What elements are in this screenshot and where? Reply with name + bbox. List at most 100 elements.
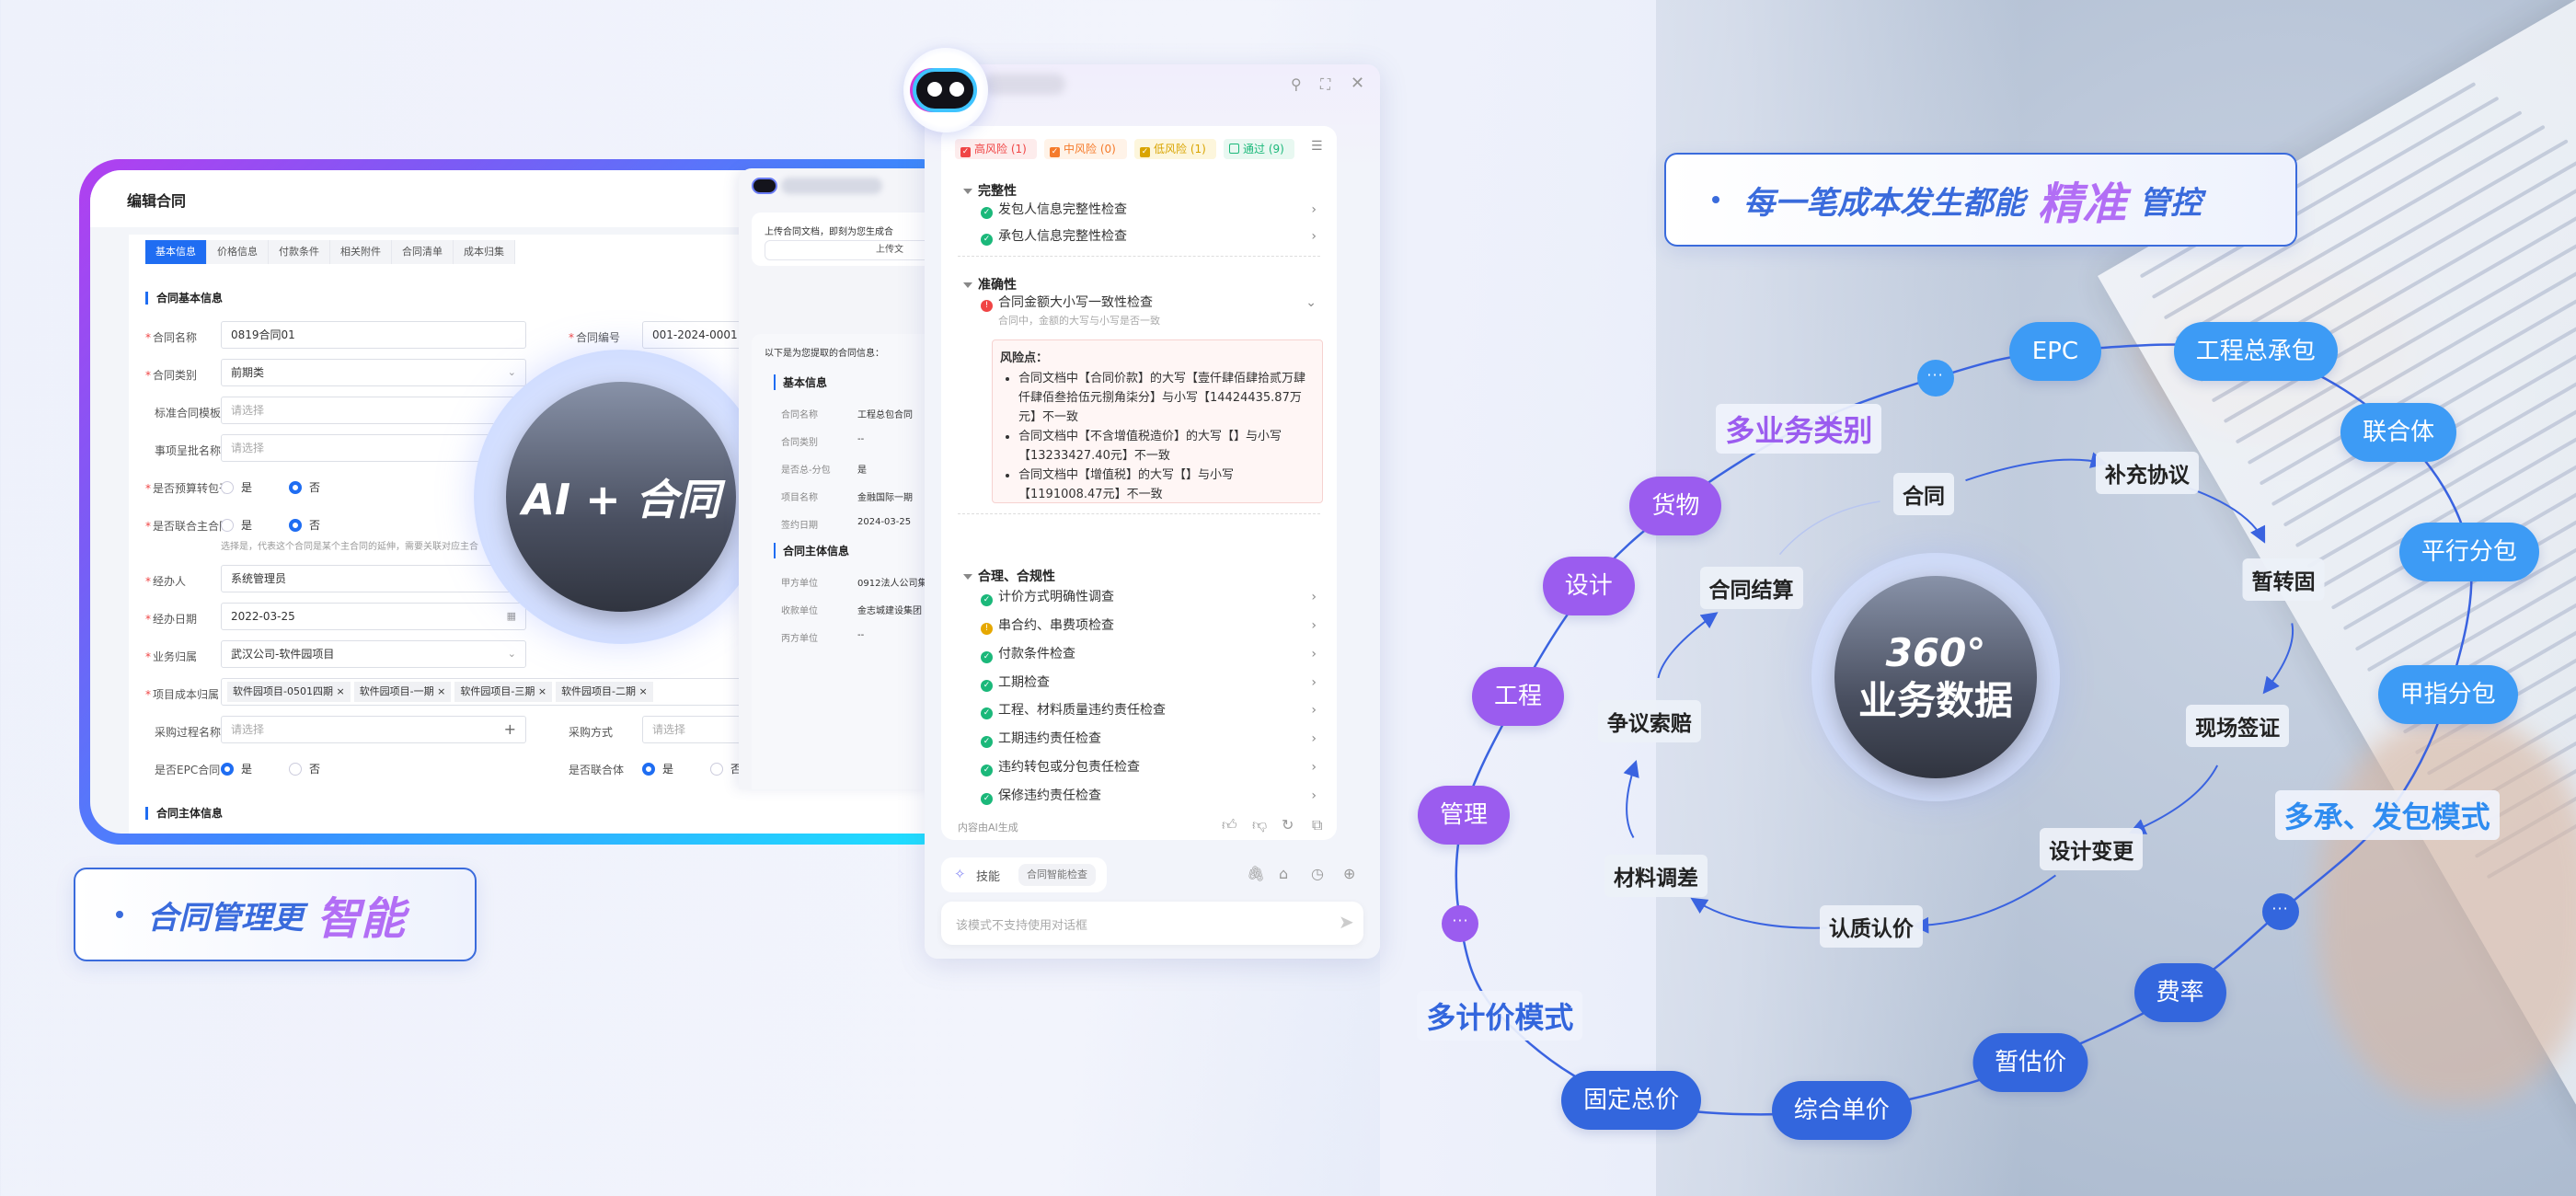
radio-yes[interactable] — [221, 518, 234, 532]
template-select[interactable]: 请选择 — [221, 397, 526, 424]
flow-arrow — [1657, 612, 1719, 679]
check-item[interactable]: !合同金额大小写一致性检查⌄ — [981, 292, 1317, 314]
form-tabs: 基本信息 价格信息 付款条件 相关附件 合同清单 成本归集 — [145, 240, 515, 264]
close-icon[interactable]: × — [437, 685, 446, 697]
purchase-process-select[interactable]: 请选择+ — [221, 716, 526, 743]
chevron-right-icon[interactable]: › — [1311, 590, 1317, 604]
expand-icon[interactable]: ⛶ — [1320, 75, 1331, 93]
radio-yes[interactable] — [221, 762, 234, 776]
robot-avatar — [752, 178, 777, 194]
refresh-icon[interactable]: ↻ — [1282, 816, 1294, 834]
checkbox-icon[interactable]: ✓ — [1050, 147, 1060, 157]
attachment-icon[interactable]: 🖇︎ — [1247, 865, 1266, 882]
risk-filter-chip[interactable]: ✓高风险 (1) — [955, 139, 1037, 159]
group-title: 合理、合规性 — [978, 569, 1055, 584]
field-label: *合同类别 — [145, 369, 198, 382]
chevron-down-icon[interactable]: ⌄ — [1305, 295, 1317, 310]
radio-no[interactable] — [289, 480, 303, 494]
contract-type-select[interactable]: 前期类⌄ — [221, 359, 526, 386]
skills-label[interactable]: 技能 — [976, 870, 1001, 884]
plus-icon[interactable]: + — [503, 720, 516, 738]
tab-basic-info[interactable]: 基本信息 — [145, 240, 207, 264]
risk-filter-chip[interactable]: 通过 (9) — [1224, 139, 1294, 159]
check-item[interactable]: ✓工期检查› — [981, 672, 1317, 694]
check-item[interactable]: ✓工程、材料质量违约责任检查› — [981, 699, 1317, 721]
chevron-right-icon[interactable]: › — [1311, 731, 1317, 746]
risk-filter-chip[interactable]: ✓低风险 (1) — [1134, 139, 1216, 159]
info-label: 收款单位 — [781, 606, 818, 616]
radio-no[interactable] — [289, 762, 303, 776]
chevron-right-icon[interactable]: › — [1311, 788, 1317, 803]
divider — [958, 513, 1320, 514]
collapse-triangle-icon[interactable] — [963, 189, 972, 194]
check-item[interactable]: ✓承包人信息完整性检查› — [981, 225, 1317, 247]
pin-icon[interactable]: ⚲ — [1291, 75, 1302, 93]
risk-points-box: 风险点： 合同文档中【合同价款】的大写【壹仟肆佰肆拾贰万肆仟肆佰叁拾伍元捌角柒分… — [992, 339, 1323, 503]
checkbox-icon[interactable]: ✓ — [960, 147, 971, 157]
thumbs-down-icon[interactable]: 👎︎ — [1252, 816, 1268, 834]
check-item[interactable]: ✓计价方式明确性调查› — [981, 586, 1317, 608]
chevron-right-icon[interactable]: › — [1311, 647, 1317, 661]
check-item[interactable]: ✓违约转包或分包责任检查› — [981, 756, 1317, 778]
close-icon[interactable]: × — [336, 685, 345, 697]
more-dots-icon[interactable]: ··· — [2261, 893, 2299, 931]
radio-no[interactable] — [289, 518, 303, 532]
chevron-right-icon[interactable]: › — [1311, 618, 1317, 633]
send-icon[interactable]: ➤ — [1339, 911, 1354, 933]
close-icon[interactable]: ✕ — [1351, 74, 1365, 93]
chevron-right-icon[interactable]: › — [1311, 760, 1317, 775]
close-icon[interactable]: × — [638, 685, 648, 697]
info-value: 金志城建设集团 — [857, 606, 922, 616]
tab-price-info[interactable]: 价格信息 — [207, 240, 269, 264]
alert-circle-icon: ! — [981, 300, 993, 312]
radio-yes[interactable] — [642, 762, 655, 776]
collapse-triangle-icon[interactable] — [963, 282, 972, 288]
tab-cost-collection[interactable]: 成本归集 — [454, 240, 515, 264]
joint-main-radio-group: 是否 — [221, 517, 320, 533]
chevron-right-icon[interactable]: › — [1311, 675, 1317, 690]
radio-no[interactable] — [710, 762, 724, 776]
history-icon[interactable]: ◷ — [1311, 865, 1324, 882]
upload-hint: 上传合同文档，即刻为您生成合 — [765, 227, 893, 237]
outer-node: 管理 — [1418, 785, 1511, 845]
info-value: 是 — [857, 466, 867, 476]
chevron-right-icon[interactable]: › — [1311, 229, 1317, 244]
handler-input[interactable]: 系统管理员 — [221, 565, 526, 592]
chevron-right-icon[interactable]: › — [1311, 202, 1317, 217]
more-dots-icon[interactable]: ··· — [1442, 904, 1479, 942]
risk-filter-chip[interactable]: ✓中风险 (0) — [1044, 139, 1127, 159]
upload-button[interactable]: 上传文 — [765, 240, 932, 260]
field-label: *是否预算转包干 — [145, 482, 231, 495]
chat-input[interactable]: 该模式不支持使用对话框 ➤ — [941, 902, 1363, 945]
outer-node: 工程 — [1471, 667, 1564, 727]
close-icon[interactable]: × — [537, 685, 547, 697]
flow-node: 材料调差 — [1604, 854, 1708, 897]
check-item[interactable]: ✓发包人信息完整性检查› — [981, 199, 1317, 221]
more-dots-icon[interactable]: ··· — [1916, 359, 1954, 397]
basket-icon[interactable]: ⌂ — [1279, 865, 1289, 882]
checkbox-icon[interactable]: ✓ — [1140, 147, 1150, 157]
new-chat-icon[interactable]: ⊕ — [1343, 865, 1356, 882]
tab-payment-terms[interactable]: 付款条件 — [269, 240, 330, 264]
calendar-icon[interactable]: ▦ — [506, 610, 516, 622]
skill-chip[interactable]: 合同智能检查 — [1018, 864, 1096, 886]
bullet-icon — [1712, 196, 1719, 203]
contract-name-input[interactable]: 0819合同01 — [221, 321, 526, 349]
check-item[interactable]: ✓工期违约责任检查› — [981, 728, 1317, 750]
business-select[interactable]: 武汉公司-软件园项目⌄ — [221, 640, 526, 668]
chevron-right-icon[interactable]: › — [1311, 703, 1317, 718]
check-item[interactable]: ✓付款条件检查› — [981, 643, 1317, 665]
check-item[interactable]: ✓保修违约责任检查› — [981, 785, 1317, 807]
radio-yes[interactable] — [221, 480, 234, 494]
thumbs-up-icon[interactable]: 👍︎ — [1222, 816, 1237, 834]
checkbox-icon[interactable] — [1229, 144, 1239, 154]
tag: 软件园项目-二期 × — [556, 682, 653, 702]
tab-contract-list[interactable]: 合同清单 — [392, 240, 454, 264]
date-picker[interactable]: 2022-03-25▦ — [221, 603, 526, 630]
copy-icon[interactable]: ⧉ — [1312, 816, 1323, 834]
filter-toggle-icon[interactable]: ☰ — [1311, 139, 1323, 154]
check-item[interactable]: !串合约、串费项检查› — [981, 615, 1317, 637]
tab-attachments[interactable]: 相关附件 — [330, 240, 392, 264]
ai-review-panel: ⚲ ⛶ ✕ ✓高风险 (1)✓中风险 (0)✓低风险 (1)通过 (9) ☰ 完… — [925, 64, 1380, 959]
collapse-triangle-icon[interactable] — [963, 574, 972, 580]
